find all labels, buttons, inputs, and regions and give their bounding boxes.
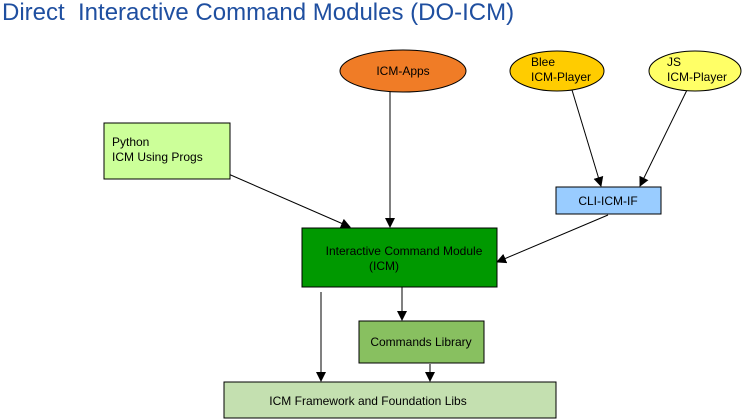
blee-player-shape bbox=[509, 50, 605, 92]
framework-box bbox=[223, 381, 557, 419]
edge-cli-to-icm bbox=[496, 214, 609, 264]
node-interactive-command-module: Interactive Command Module (ICM) bbox=[301, 227, 498, 288]
node-blee-icm-player: Blee ICM-Player bbox=[509, 50, 605, 92]
js-player-shape bbox=[648, 50, 742, 92]
python-box bbox=[103, 122, 231, 180]
js-player-label-line2: ICM-Player bbox=[667, 70, 727, 84]
edge-js-to-cli bbox=[639, 89, 688, 187]
framework-label: ICM Framework and Foundation Libs bbox=[269, 394, 466, 408]
js-player-label-line1: JS bbox=[667, 55, 681, 69]
cli-icm-if-box bbox=[555, 186, 662, 215]
python-label-line2: ICM Using Progs bbox=[112, 150, 203, 164]
commands-library-label: Commands Library bbox=[370, 335, 471, 349]
icm-module-box bbox=[301, 227, 498, 288]
commands-library-box bbox=[358, 320, 485, 364]
node-cli-icm-if: CLI-ICM-IF bbox=[555, 186, 662, 215]
diagram-title: Direct Interactive Command Modules (DO-I… bbox=[2, 0, 515, 26]
blee-player-label-line2: ICM-Player bbox=[531, 70, 591, 84]
node-icm-apps: ICM-Apps bbox=[339, 49, 467, 93]
edge-blee-to-cli bbox=[571, 89, 604, 187]
python-label-line1: Python bbox=[112, 135, 149, 149]
edge-python-to-icm bbox=[209, 165, 351, 228]
icm-module-label-line1: Interactive Command Module bbox=[326, 244, 483, 258]
node-js-icm-player: JS ICM-Player bbox=[648, 50, 742, 92]
node-python-icm-using-progs: Python ICM Using Progs bbox=[103, 122, 231, 180]
blee-player-label-line1: Blee bbox=[531, 55, 555, 69]
cli-icm-if-label: CLI-ICM-IF bbox=[578, 194, 637, 208]
icm-apps-shape bbox=[339, 49, 467, 93]
edges bbox=[209, 89, 688, 382]
icm-apps-label: ICM-Apps bbox=[376, 64, 429, 78]
node-icm-framework-libs: ICM Framework and Foundation Libs bbox=[223, 381, 557, 419]
icm-module-label-line2: (ICM) bbox=[369, 259, 399, 273]
node-commands-library: Commands Library bbox=[358, 320, 485, 364]
